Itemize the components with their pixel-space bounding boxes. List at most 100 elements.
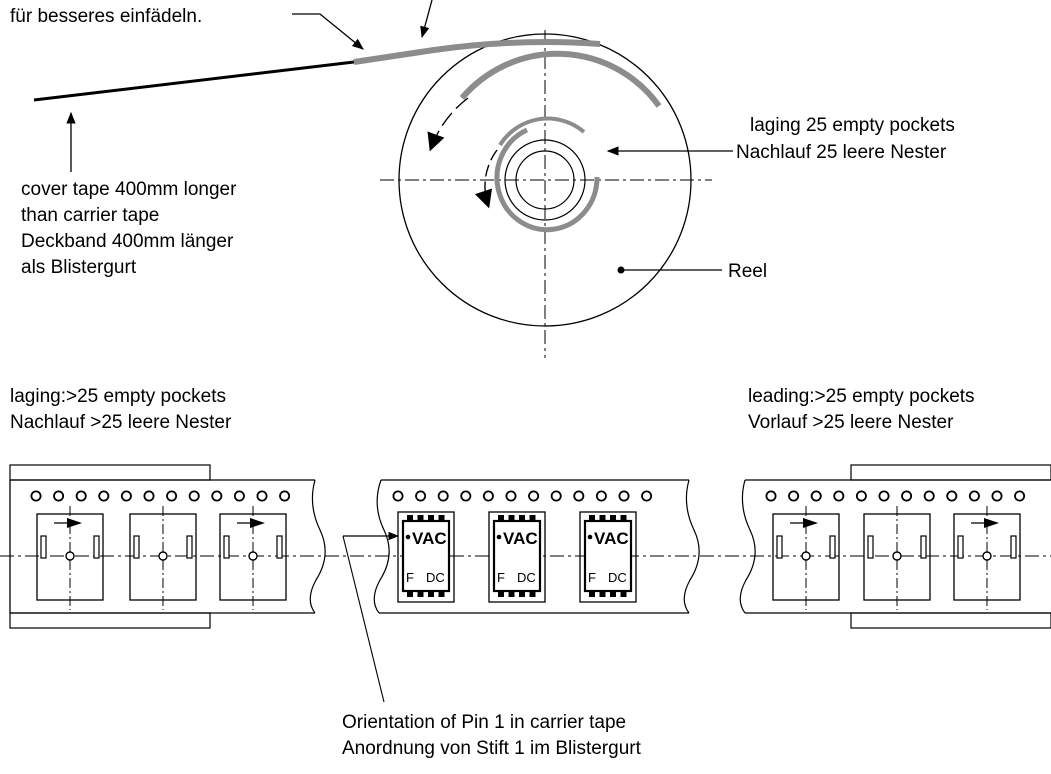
cover-tape-line-2: than carrier tape xyxy=(21,205,159,226)
pocket-hole xyxy=(892,551,902,561)
pocket-hole xyxy=(801,551,811,561)
component-pocket xyxy=(397,511,455,603)
break-line-left xyxy=(309,479,326,614)
pin1-line-1: Orientation of Pin 1 in carrier tape xyxy=(342,712,626,733)
component-lead xyxy=(610,591,616,597)
sprocket-hole xyxy=(75,490,87,502)
leader-strip xyxy=(739,464,1051,629)
sprocket-hole xyxy=(968,490,980,502)
pocket-arrow-head xyxy=(803,518,818,528)
break-line-middle-left xyxy=(373,479,390,614)
component-lead xyxy=(529,591,536,597)
component-body xyxy=(583,519,633,593)
sprocket-holes-middle xyxy=(392,490,653,502)
component-logo: VAC xyxy=(594,529,629,548)
component-lead xyxy=(407,591,413,597)
sprocket-hole xyxy=(833,490,845,502)
component-lead xyxy=(620,515,627,521)
component-logo: VAC xyxy=(503,529,538,548)
leader-strip-line-1: leading:>25 empty pockets xyxy=(748,386,975,407)
sprocket-hole xyxy=(1014,490,1026,502)
component-mark-f: F xyxy=(588,570,596,585)
pocket-slot-left xyxy=(957,535,964,559)
pin1-dot xyxy=(587,534,593,540)
sprocket-hole xyxy=(482,490,494,502)
sprocket-hole xyxy=(256,490,268,502)
component-mark-dc: DC xyxy=(426,570,445,585)
sprocket-hole xyxy=(188,490,200,502)
component-lead xyxy=(610,515,616,521)
sprocket-hole xyxy=(550,490,562,502)
sprocket-hole xyxy=(618,490,630,502)
cover-tape-line-3: Deckband 400mm länger xyxy=(21,231,234,252)
empty-pockets-left xyxy=(36,506,287,610)
gray-tape-leader xyxy=(420,0,433,39)
cover-tape-line-1: cover tape 400mm longer xyxy=(21,179,237,200)
sprocket-hole xyxy=(233,490,245,502)
reel-label: Reel xyxy=(728,261,767,282)
cover-tape-top-right xyxy=(850,464,1051,481)
rotation-arrow-inner xyxy=(474,149,498,209)
carrier-body-middle xyxy=(379,479,689,614)
component-lead xyxy=(438,515,445,521)
pocket-hole xyxy=(248,551,258,561)
trailer-on-reel-line-2: Nachlauf 25 leere Nester xyxy=(736,142,947,163)
pocket-hole xyxy=(158,551,168,561)
sprocket-holes-right xyxy=(765,490,1026,502)
sprocket-hole xyxy=(143,490,155,502)
gray-tape-on-reel xyxy=(353,39,601,65)
sprocket-hole xyxy=(279,490,291,502)
pocket-slot-right xyxy=(186,535,193,559)
sprocket-hole xyxy=(991,490,1003,502)
pocket-slot-left xyxy=(867,535,874,559)
component-lead xyxy=(417,515,424,521)
reel xyxy=(380,30,712,358)
pocket-slot-left xyxy=(40,535,47,559)
pocket-arrow-head xyxy=(67,518,82,528)
wound-tape-outer xyxy=(459,50,662,108)
cover-tape xyxy=(33,60,355,102)
component-lead xyxy=(428,515,434,521)
sprocket-hole xyxy=(211,490,223,502)
component-lead xyxy=(599,591,606,597)
sprocket-hole xyxy=(810,490,822,502)
component-lead xyxy=(428,591,434,597)
pin1-dot xyxy=(496,534,502,540)
cover-tape-bottom-right xyxy=(850,612,1051,629)
carrier-body-left xyxy=(9,479,315,614)
sprocket-hole xyxy=(392,490,404,502)
sprocket-hole xyxy=(30,490,42,502)
sprocket-hole xyxy=(53,490,65,502)
component-body xyxy=(401,519,451,593)
component-pocket xyxy=(488,511,546,603)
pocket-hole xyxy=(65,551,75,561)
reel-hub-outer xyxy=(504,139,586,221)
pocket-slot-right xyxy=(1010,535,1017,559)
pocket-hole xyxy=(982,551,992,561)
pocket-slot-left xyxy=(223,535,230,559)
wound-tape-coil xyxy=(494,127,600,233)
sprocket-hole xyxy=(788,490,800,502)
sprocket-hole xyxy=(98,490,110,502)
reel-marker-dot xyxy=(617,266,625,274)
pin1-line-2: Anordnung von Stift 1 im Blistergurt xyxy=(342,738,642,759)
pocket-slot-right xyxy=(920,535,927,559)
cover-tape-bottom-left xyxy=(9,612,211,629)
component-lead xyxy=(498,515,504,521)
component-lead xyxy=(417,591,424,597)
component-lead xyxy=(508,591,515,597)
sprocket-hole xyxy=(641,490,653,502)
sprocket-hole xyxy=(855,490,867,502)
sprocket-hole xyxy=(946,490,958,502)
threading-note-leader xyxy=(292,13,364,50)
component-lead xyxy=(529,515,536,521)
component-lead xyxy=(599,515,606,521)
sprocket-hole xyxy=(878,490,890,502)
reel-flange xyxy=(398,33,692,327)
trailer-strip-line-2: Nachlauf >25 leere Nester xyxy=(10,412,232,433)
sprocket-hole xyxy=(595,490,607,502)
sprocket-hole xyxy=(505,490,517,502)
component-lead xyxy=(519,591,525,597)
